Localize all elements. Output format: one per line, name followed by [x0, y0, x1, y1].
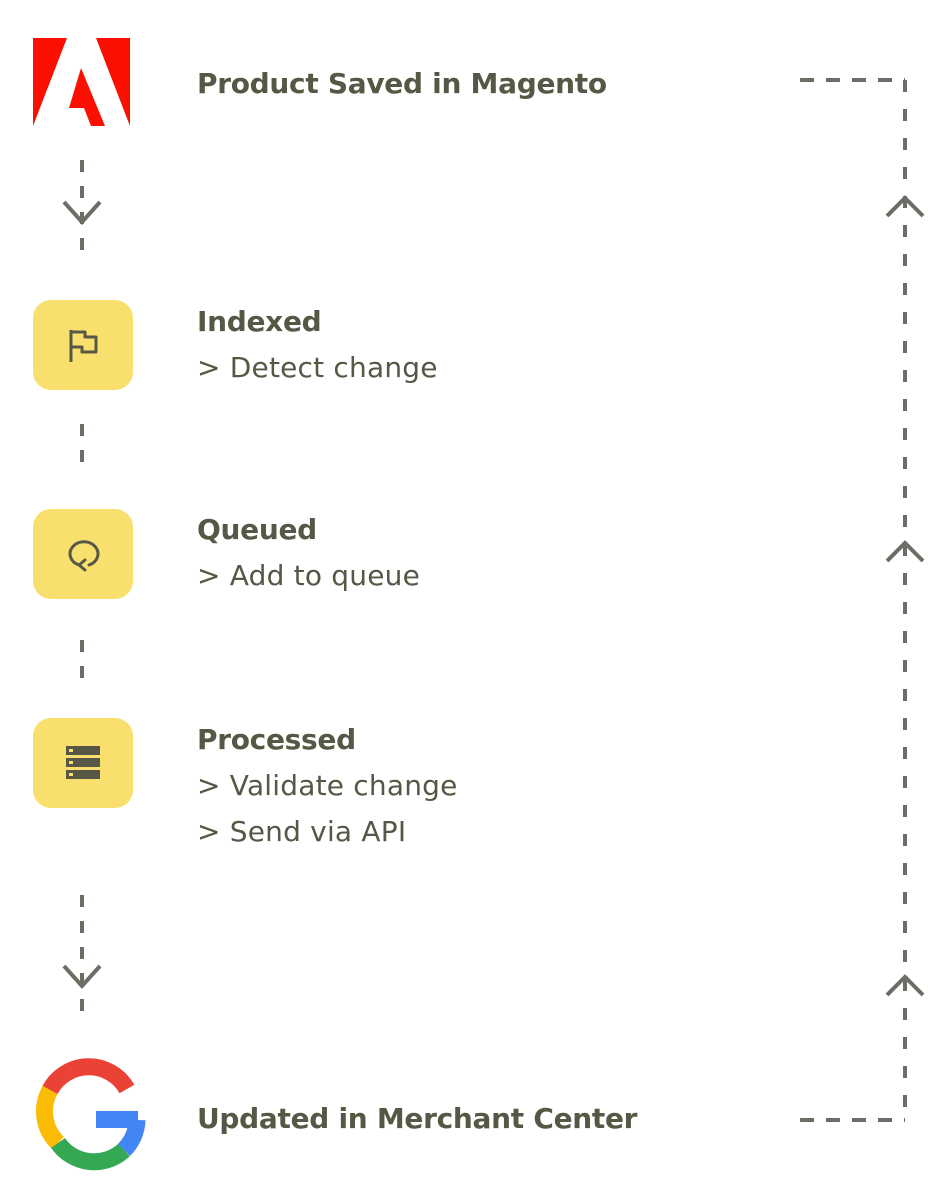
- google-logo: [36, 1058, 146, 1171]
- step-title-merchant-center: Updated in Merchant Center: [197, 1102, 638, 1135]
- indexed-icon-tile: [33, 300, 133, 390]
- arrow-up-icon: [885, 974, 925, 997]
- step-title-indexed: Indexed: [197, 305, 322, 338]
- step-detail-processed-1: > Validate change: [197, 769, 458, 802]
- arrow-down-icon: [62, 964, 102, 989]
- step-title-processed: Processed: [197, 723, 356, 756]
- step-detail-processed-2: > Send via API: [197, 815, 407, 848]
- adobe-logo: [33, 38, 130, 126]
- arrow-up-icon: [885, 540, 925, 563]
- step-title-queued: Queued: [197, 513, 317, 546]
- queued-icon-tile: [33, 509, 133, 599]
- step-title-magento: Product Saved in Magento: [197, 67, 607, 100]
- step-detail-indexed-1: > Detect change: [197, 351, 438, 384]
- arrow-down-icon: [62, 200, 102, 225]
- step-detail-queued-1: > Add to queue: [197, 559, 420, 592]
- arrow-up-icon: [885, 195, 925, 218]
- server-icon: [66, 746, 100, 779]
- flag-icon: [69, 330, 98, 362]
- loop-icon: [68, 540, 100, 572]
- processed-icon-tile: [33, 718, 133, 808]
